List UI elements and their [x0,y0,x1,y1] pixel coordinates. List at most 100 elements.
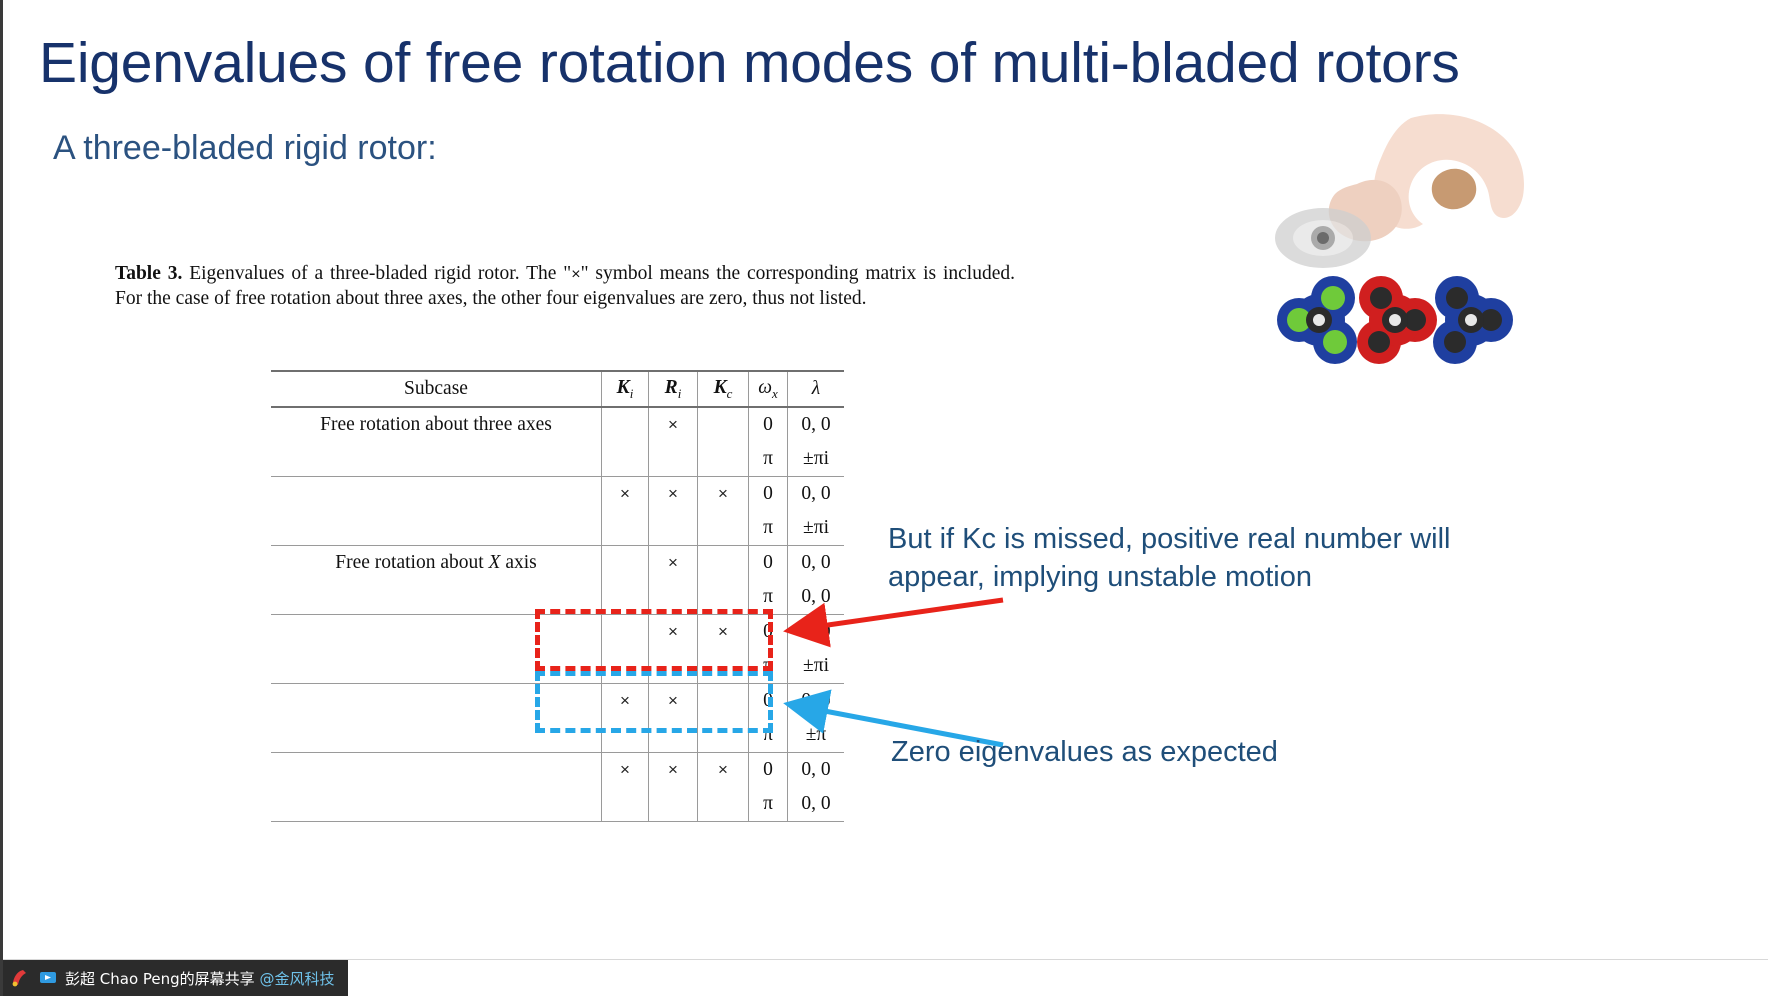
cell-ki [601,718,649,753]
table-row: π±πi [271,442,844,477]
cell-ri [648,718,698,753]
caption-part-1: Eigenvalues of a three-bladed rigid roto… [182,263,572,284]
cell-omega: 0 [748,476,788,511]
rule-cell [787,821,844,826]
cell-omega: π [748,787,788,822]
cell-kc [697,511,749,546]
cell-omega: 0 [748,614,788,649]
cell-ki: × [601,752,649,787]
cell-kc [697,787,749,822]
table-caption-block: Table 3. Eigenvalues of a three-bladed r… [115,262,1015,312]
cell-subcase [271,787,602,822]
spinning-spinner [1275,208,1371,268]
zoom-app-icon[interactable] [9,967,31,989]
cell-kc [697,649,749,684]
cell-ri: × [648,476,698,511]
spinner-green-blue [1277,276,1357,364]
cell-subcase [271,752,602,787]
cell-ki [601,614,649,649]
table-header-cell: ωx [748,370,788,407]
rule-cell [271,821,602,826]
header-subscript: c [726,385,733,401]
cell-lambda: 0, 0 [787,406,844,442]
header-symbol: λ [811,378,821,399]
cell-ri: × [648,683,698,718]
table-bottom-rule [271,821,844,826]
header-symbol: R [664,376,678,398]
table-header-cell: Kc [697,370,749,407]
cell-subcase [271,511,602,546]
cell-ri: × [648,752,698,787]
cell-kc [697,406,749,442]
annotation-blue-text: Zero eigenvalues as expected [891,736,1278,768]
header-symbol: K [616,376,630,398]
cell-ri [648,649,698,684]
screen-share-indicator[interactable]: 彭超 Chao Peng的屏幕共享 @金风科技 [3,960,348,996]
cell-omega: π [748,442,788,477]
table-header-cell: Ri [648,370,698,407]
table-header-cell: Subcase [271,370,602,407]
cell-subcase [271,476,602,511]
header-subscript: i [677,385,682,401]
cell-subcase [271,442,602,477]
cell-omega: π [748,649,788,684]
rule-cell [648,821,698,826]
cell-lambda: ±πi [787,442,844,477]
cell-ki [601,545,649,580]
cell-subcase [271,614,602,649]
cell-lambda: 0, 0 [787,614,844,649]
table-row: π±πi [271,649,844,684]
screen-share-icon[interactable] [37,967,59,989]
cell-lambda: 0, 0 [787,683,844,718]
cell-kc [697,545,749,580]
cell-subcase [271,649,602,684]
cell-ri: × [648,545,698,580]
cell-lambda: 0, 0 [787,580,844,615]
cell-ki [601,406,649,442]
cell-lambda: ±πi [787,511,844,546]
cell-ri [648,442,698,477]
rule-cell [748,821,788,826]
cell-lambda: ±πi [787,649,844,684]
cell-ri: × [648,406,698,442]
taskbar: 彭超 Chao Peng的屏幕共享 @金风科技 [3,959,1768,996]
cell-ki [601,442,649,477]
subcase-axis-symbol: X [488,552,501,573]
cell-kc [697,683,749,718]
header-symbol: ω [758,376,772,398]
cell-kc: × [697,476,749,511]
cell-ki: × [601,683,649,718]
table-caption: Table 3. Eigenvalues of a three-bladed r… [115,262,1015,312]
cell-omega: 0 [748,545,788,580]
cell-lambda: ±π [787,718,844,753]
rule-cell [601,821,649,826]
cell-kc: × [697,614,749,649]
cell-omega: 0 [748,752,788,787]
share-user-text: 彭超 Chao Peng的屏幕共享 [65,969,260,988]
cell-ri: × [648,614,698,649]
cell-subcase [271,580,602,615]
cell-lambda: 0, 0 [787,545,844,580]
spinner-blue [1433,276,1513,364]
cell-kc [697,580,749,615]
cell-lambda: 0, 0 [787,787,844,822]
rule-cell [697,821,749,826]
page-title: Eigenvalues of free rotation modes of mu… [39,31,1460,95]
cell-ri [648,580,698,615]
cell-kc: × [697,752,749,787]
cell-ri [648,511,698,546]
table-header-cell: λ [787,370,844,407]
cell-subcase: Free rotation about X axis [271,545,602,580]
table-row: π±πi [271,511,844,546]
caption-times-symbol: × [571,266,581,283]
